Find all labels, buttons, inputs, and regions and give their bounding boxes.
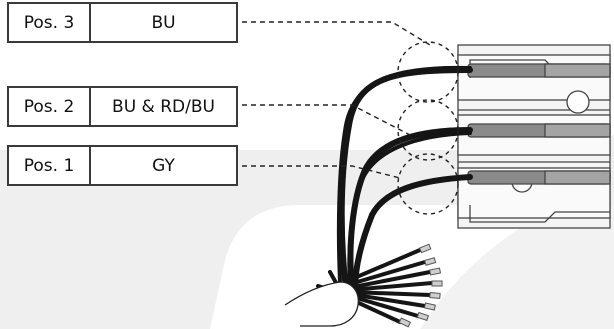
background-swoosh-2 [420,205,614,329]
label-box-pos-2: Pos. 2 BU & RD/BU [7,86,238,127]
position-label: Pos. 1 [9,147,91,184]
cable-bundle-icon [316,65,473,324]
hand-icon [284,281,359,327]
detail-circles [397,41,459,215]
wire-color-label: GY [152,155,175,176]
position-label: Pos. 2 [9,88,91,125]
position-label: Pos. 3 [9,4,91,41]
wire-color-label: BU [151,12,176,33]
wire-ferrules [398,243,443,328]
label-box-pos-3: Pos. 3 BU [7,2,238,43]
wire-color-label: BU & RD/BU [112,96,215,117]
connector-icon [457,44,611,229]
label-box-pos-1: Pos. 1 GY [7,145,238,186]
leader-lines [242,21,431,179]
